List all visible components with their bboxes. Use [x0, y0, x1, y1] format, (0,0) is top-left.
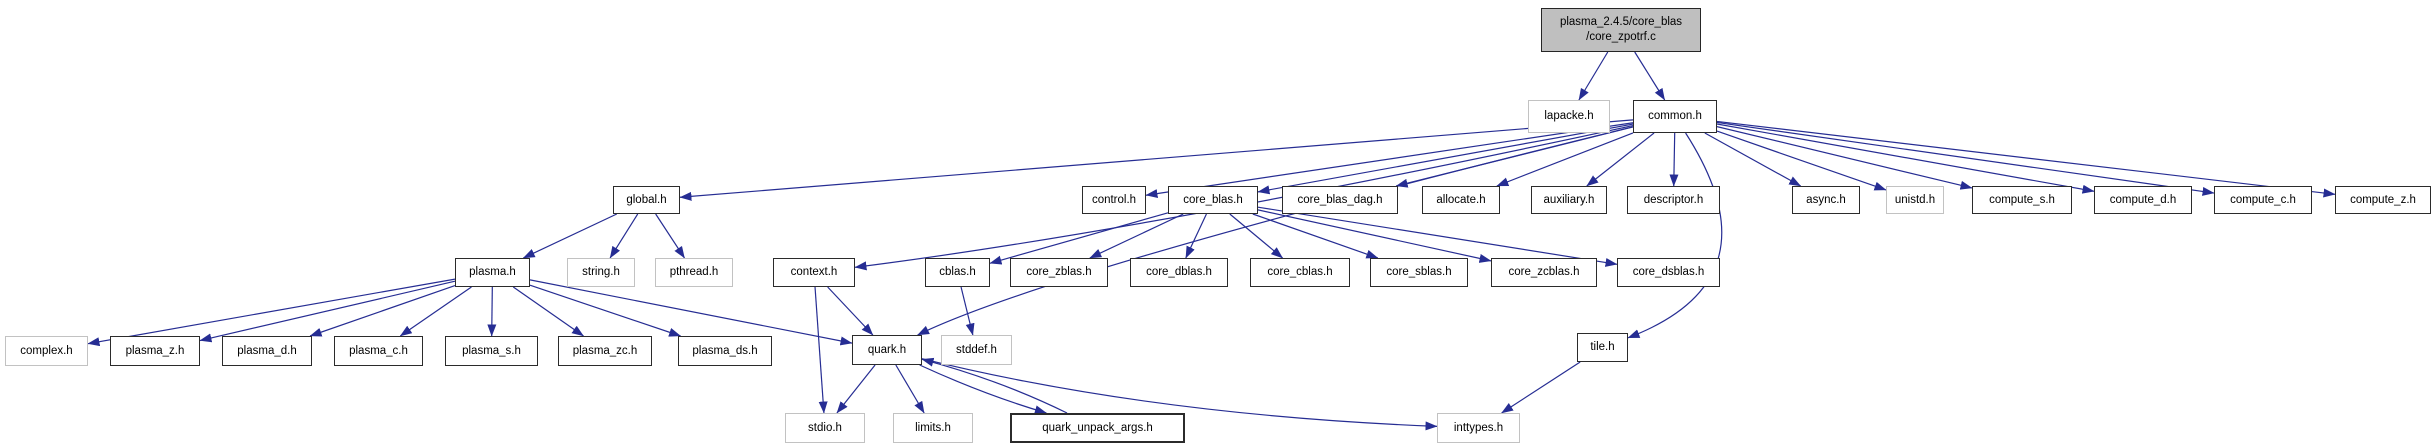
- edge-common-to-control: [1145, 122, 1634, 198]
- node-quark_unpack_args[interactable]: quark_unpack_args.h: [1010, 413, 1185, 443]
- node-core_sblas[interactable]: core_sblas.h: [1370, 258, 1468, 287]
- edge-plasma-to-complex: [87, 278, 456, 347]
- node-compute_d[interactable]: compute_d.h: [2094, 186, 2192, 214]
- node-lapacke: lapacke.h: [1528, 100, 1610, 133]
- node-core_zcblas[interactable]: core_zcblas.h: [1491, 258, 1597, 287]
- node-compute_c[interactable]: compute_c.h: [2214, 186, 2312, 214]
- edge-core_blas-to-cblas: [989, 212, 1169, 265]
- node-core_blas[interactable]: core_blas.h: [1168, 186, 1258, 214]
- node-tile[interactable]: tile.h: [1577, 333, 1628, 362]
- node-compute_s[interactable]: compute_s.h: [1972, 186, 2072, 214]
- edge-core_blas-to-core_zcblas: [1257, 209, 1492, 263]
- edge-core_zpotrf-to-common: [1634, 51, 1666, 101]
- node-global[interactable]: global.h: [613, 186, 680, 214]
- node-plasma_ds[interactable]: plasma_ds.h: [678, 336, 772, 366]
- edge-plasma-to-plasma_d: [309, 284, 456, 337]
- edge-global-to-plasma: [522, 213, 618, 259]
- node-core_cblas[interactable]: core_cblas.h: [1250, 258, 1350, 287]
- node-stddef: stddef.h: [941, 335, 1012, 365]
- node-async[interactable]: async.h: [1792, 186, 1860, 214]
- edge-core_blas-to-core_cblas: [1229, 213, 1283, 259]
- node-quark[interactable]: quark.h: [852, 335, 922, 365]
- node-core_blas_dag[interactable]: core_blas_dag.h: [1282, 186, 1398, 214]
- edge-plasma-to-plasma_ds: [529, 284, 682, 337]
- edge-common-to-allocate: [1496, 132, 1634, 187]
- edge-plasma-to-plasma_z: [199, 280, 456, 343]
- edge-tile-to-inttypes: [1501, 361, 1581, 414]
- node-auxiliary[interactable]: auxiliary.h: [1531, 186, 1607, 214]
- edge-common-to-global: [679, 119, 1634, 201]
- node-complex: complex.h: [5, 336, 88, 366]
- edge-global-to-pthread: [655, 213, 686, 259]
- edge-core_blas-to-core_dsblas: [1257, 206, 1618, 267]
- edge-quark-to-quark_unpack_args: [919, 364, 1047, 415]
- edge-core_blas-to-core_sblas: [1252, 213, 1379, 259]
- node-inttypes: inttypes.h: [1437, 413, 1520, 443]
- node-cblas[interactable]: cblas.h: [925, 258, 990, 287]
- edge-quark-to-limits: [895, 364, 925, 414]
- node-unistd: unistd.h: [1886, 186, 1944, 214]
- edge-plasma-to-plasma_c: [399, 286, 472, 337]
- edge-global-to-string: [609, 213, 639, 259]
- edge-common-to-tile: [1627, 132, 1723, 339]
- edge-plasma-to-plasma_zc: [512, 286, 584, 337]
- node-common[interactable]: common.h: [1633, 100, 1717, 133]
- node-core_zblas[interactable]: core_zblas.h: [1010, 258, 1108, 287]
- edge-plasma-to-quark: [529, 279, 853, 346]
- edge-quark-to-stdio: [836, 364, 876, 414]
- edge-common-to-quark: [917, 126, 1634, 336]
- edge-common-to-unistd: [1716, 130, 1887, 191]
- edge-quark_unpack_args-to-quark: [921, 357, 1068, 414]
- edge-common-to-compute_c: [1716, 121, 2215, 196]
- edge-common-to-core_blas: [1257, 123, 1634, 195]
- node-pthread: pthread.h: [655, 258, 733, 287]
- edge-common-to-async: [1704, 132, 1802, 187]
- edge-quark-to-inttypes: [921, 358, 1438, 431]
- edge-context-to-stdio: [814, 286, 828, 414]
- node-context[interactable]: context.h: [773, 258, 855, 287]
- edge-core_blas-to-core_dblas: [1185, 213, 1207, 259]
- edge-common-to-compute_s: [1716, 126, 1973, 190]
- edge-cblas-to-stddef: [960, 286, 975, 336]
- node-core_zpotrf: plasma_2.4.5/core_blas /core_zpotrf.c: [1541, 8, 1701, 52]
- node-plasma_c[interactable]: plasma_c.h: [334, 336, 423, 366]
- node-plasma_z[interactable]: plasma_z.h: [110, 336, 200, 366]
- node-control[interactable]: control.h: [1082, 186, 1146, 214]
- edge-common-to-compute_z: [1716, 120, 2336, 198]
- edge-core_zpotrf-to-lapacke: [1578, 51, 1609, 101]
- edge-plasma-to-plasma_s: [487, 286, 497, 337]
- edge-common-to-compute_d: [1716, 123, 2095, 194]
- node-plasma_s[interactable]: plasma_s.h: [445, 336, 538, 366]
- edge-common-to-descriptor: [1669, 132, 1679, 187]
- edge-context-to-quark: [827, 286, 874, 336]
- node-core_dsblas[interactable]: core_dsblas.h: [1617, 258, 1720, 287]
- edge-common-to-auxiliary: [1586, 132, 1655, 187]
- node-allocate[interactable]: allocate.h: [1422, 186, 1500, 214]
- node-limits: limits.h: [893, 413, 973, 443]
- edge-core_blas-to-core_zblas: [1089, 213, 1184, 259]
- node-descriptor[interactable]: descriptor.h: [1627, 186, 1720, 214]
- node-plasma_d[interactable]: plasma_d.h: [222, 336, 312, 366]
- node-string: string.h: [567, 258, 635, 287]
- node-compute_z[interactable]: compute_z.h: [2335, 186, 2431, 214]
- node-plasma_zc[interactable]: plasma_zc.h: [558, 336, 652, 366]
- node-core_dblas[interactable]: core_dblas.h: [1130, 258, 1228, 287]
- node-stdio: stdio.h: [785, 413, 865, 443]
- node-plasma[interactable]: plasma.h: [455, 258, 530, 287]
